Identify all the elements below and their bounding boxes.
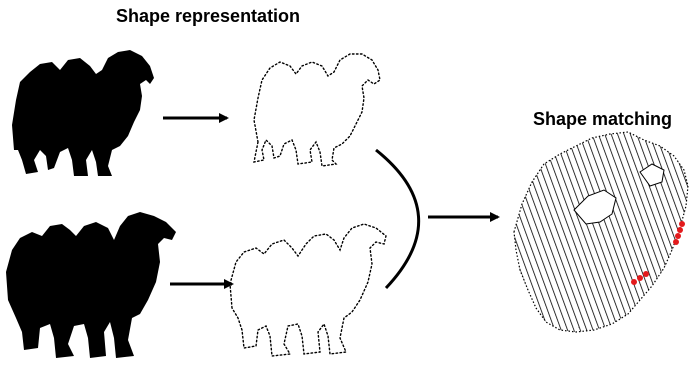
highlight-point [677, 227, 683, 233]
camel-silhouette-top [12, 50, 154, 176]
camel-silhouette-bottom [6, 212, 176, 358]
highlight-points [631, 221, 685, 285]
highlight-point [643, 271, 649, 277]
highlight-point [675, 233, 681, 239]
shape-matching-result [513, 131, 689, 333]
highlight-point [679, 221, 685, 227]
highlight-point [637, 275, 643, 281]
highlight-point [631, 279, 637, 285]
match-gap-1 [573, 189, 617, 225]
camel-contour-top [253, 53, 381, 167]
match-gap-2 [639, 163, 665, 187]
camel-contour-bottom [229, 223, 387, 357]
merge-arc [375, 148, 420, 290]
highlight-point [673, 239, 679, 245]
shape-representation-title: Shape representation [116, 6, 301, 26]
shape-matching-title: Shape matching [533, 109, 673, 129]
